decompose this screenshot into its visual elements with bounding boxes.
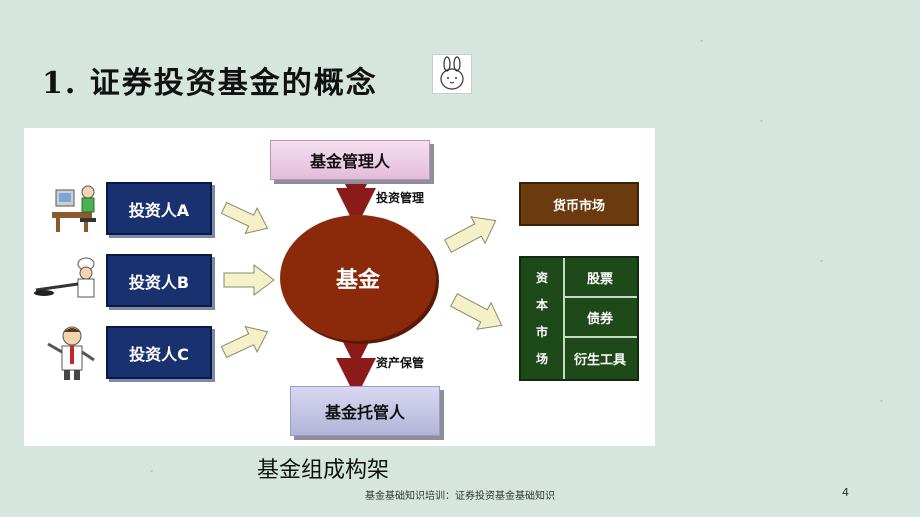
bunny-emoticon-icon [432,54,472,94]
slide-title: 1. 证券投资基金的概念 [42,66,378,101]
background-speck [700,40,703,42]
investor-b-illustration [34,257,95,298]
capital-market-char: 市 [535,324,548,339]
diagram-arrows [220,166,503,398]
fund-manager-box: 基金管理人 [270,140,430,180]
capital-market-arrow [450,293,503,330]
slide-footer: 基金基础知识培训：证券投资基金基础知识 [365,491,555,502]
derivatives-cell: 衍生工具 [573,353,626,368]
investor-a-box: 投资人A [106,182,212,235]
background-speck [880,400,883,402]
background-speck [150,470,153,472]
bonds-cell: 债券 [563,298,637,338]
investor-a-illustration [52,185,96,232]
investor-c-illustration [47,326,95,380]
fund-custodian-box: 基金托管人 [290,386,440,436]
background-speck [760,120,763,122]
investment-management-label: 投资管理 [376,191,425,205]
background-speck [820,260,823,262]
investor-a-arrow [220,201,269,235]
stocks-cell: 股票 [563,258,637,298]
investor-b-box: 投资人B [106,254,212,307]
capital-market-label: 资 本 市 场 [521,258,565,379]
money-market-box: 货币市场 [519,182,639,226]
page-number: 4 [842,486,849,499]
investor-c-box: 投资人C [106,326,212,379]
asset-custody-label: 资产保管 [376,356,425,370]
investor-c-arrow [220,325,269,359]
capital-market-box: 资 本 市 场 股票 债券 衍生工具 [519,256,639,381]
investor-b-arrow [223,264,275,296]
money-market-arrow [444,216,497,253]
fund-circle: 基金 [280,215,436,341]
fund-structure-diagram: 投资人A 投资人B 投资人C 基金管理人 投资管理 基金 资产保 [24,128,655,446]
capital-market-char: 本 [535,297,548,312]
capital-market-char: 场 [535,351,548,366]
capital-market-char: 资 [535,270,548,285]
diagram-caption: 基金组成构架 [257,458,390,483]
